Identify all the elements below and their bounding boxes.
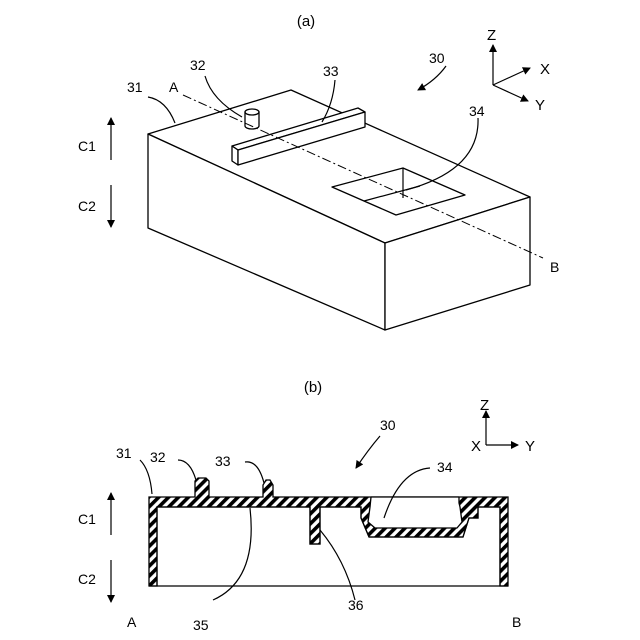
y-axis-label-b: Y [525, 438, 535, 455]
label-32: 32 [190, 57, 206, 73]
pin-top [245, 109, 259, 115]
figure-a: (a) A B [78, 13, 559, 330]
leader-b-30 [356, 436, 380, 468]
label-b-c1: C1 [78, 511, 96, 527]
axis-triad-a: Z X Y [487, 27, 550, 114]
section-label-b-b: B [512, 614, 521, 630]
label-b-36: 36 [348, 597, 364, 613]
figure-b-caption: (b) [304, 379, 322, 396]
y-axis-arrow [493, 85, 528, 101]
z-axis-label: Z [487, 27, 496, 44]
figure-b: (b) A B 31 32 33 34 35 36 30 C1 C2 [78, 379, 535, 633]
label-b-34: 34 [437, 459, 453, 475]
figure-a-caption: (a) [297, 13, 315, 30]
label-31: 31 [127, 79, 143, 95]
leader-30 [418, 66, 446, 90]
label-b-32: 32 [150, 449, 166, 465]
label-b-c2: C2 [78, 571, 96, 587]
x-axis-arrow [493, 68, 530, 85]
label-b-31: 31 [116, 445, 132, 461]
cross-section-shell [149, 478, 508, 586]
x-axis-label: X [540, 61, 550, 78]
axis-triad-b: Z X Y [471, 397, 535, 455]
recess-b-window [368, 497, 462, 528]
label-b-35: 35 [193, 617, 209, 633]
leader-b-32 [178, 460, 196, 480]
z-axis-label-b: Z [480, 397, 489, 414]
label-b-30: 30 [380, 417, 396, 433]
section-label-a: A [169, 79, 179, 95]
x-axis-label-b: X [471, 438, 481, 455]
label-34: 34 [469, 103, 485, 119]
label-33: 33 [323, 63, 339, 79]
rib-front [232, 146, 238, 165]
label-30: 30 [429, 50, 445, 66]
section-label-a-b: A [127, 614, 137, 630]
label-c1: C1 [78, 138, 96, 154]
y-axis-label: Y [535, 97, 545, 114]
section-label-b: B [550, 259, 559, 275]
leader-b-33 [245, 462, 264, 483]
label-b-33: 33 [215, 453, 231, 469]
leader-b-31 [140, 460, 152, 494]
leader-b-36 [320, 530, 355, 600]
leader-31 [148, 97, 175, 123]
label-c2: C2 [78, 198, 96, 214]
